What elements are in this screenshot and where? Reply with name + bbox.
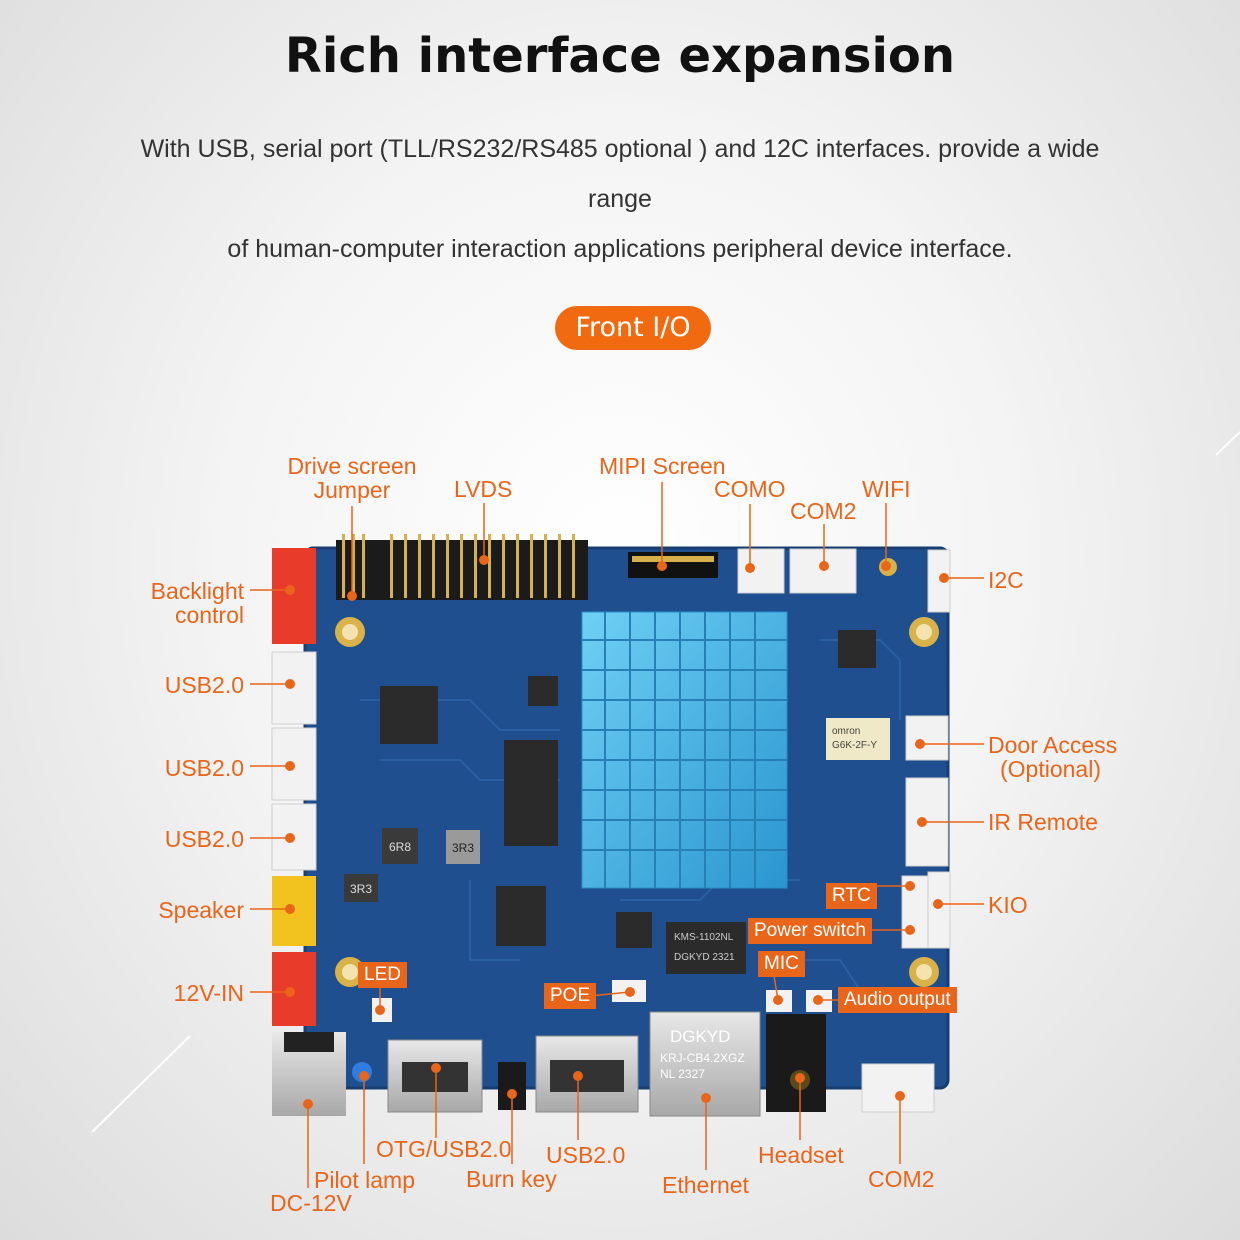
label-dc-12v: DC-12V (270, 1190, 352, 1216)
com2-top-connector (789, 548, 857, 594)
ethernet-magnetics (666, 922, 746, 974)
label-usb-bottom: USB2.0 (546, 1142, 626, 1168)
inductor-3r3-a (446, 830, 480, 864)
label-backlight-line1: Backlight (150, 578, 244, 604)
label-ir-remote: IR Remote (988, 809, 1098, 835)
ethernet-model: KRJ-CB4.2XGZ (660, 1051, 745, 1065)
ethernet-date: NL 2327 (660, 1067, 705, 1081)
label-door-access: Door Access (Optional) (988, 733, 1117, 781)
lvds-pin-header (336, 534, 588, 600)
tag-mic: MIC (758, 951, 805, 977)
relay (826, 718, 890, 760)
label-usb-left-2: USB2.0 (164, 755, 244, 781)
label-usb-left-1: USB2.0 (164, 672, 244, 698)
relay-model: G6K-2F-Y (832, 740, 877, 751)
label-ethernet: Ethernet (662, 1172, 749, 1198)
headset-jack (766, 1014, 826, 1112)
inductor-6r8 (382, 828, 418, 864)
magnetics-brand: DGKYD 2321 (674, 952, 735, 963)
subtitle-line-1: With USB, serial port (TLL/RS232/RS485 o… (140, 135, 1100, 213)
label-drive-screen-line2: Jumper (313, 477, 391, 503)
como-connector (737, 548, 785, 594)
chip-usb-hub (380, 686, 438, 744)
label-otg-usb: OTG/USB2.0 (376, 1136, 512, 1162)
leader-lines (250, 482, 984, 1188)
leader-dots (285, 555, 949, 1109)
label-com2-top: COM2 (790, 498, 857, 524)
decor-stroke-left (91, 1035, 191, 1133)
inductor-6r8-text: 6R8 (389, 840, 411, 854)
inductor-3r3-a-text: 3R3 (452, 841, 474, 855)
chip-pmic (496, 886, 546, 946)
subtitle-line-2: of human-computer interaction applicatio… (227, 235, 1013, 263)
label-lvds: LVDS (454, 476, 513, 502)
tag-rtc: RTC (826, 883, 877, 909)
magnetics-model: KMS-1102NL (674, 932, 734, 943)
tag-poe: POE (544, 983, 597, 1009)
label-burn-key: Burn key (466, 1166, 557, 1192)
tag-led: LED (358, 962, 407, 988)
label-mipi-screen: MIPI Screen (599, 453, 726, 479)
label-como: COMO (714, 476, 786, 502)
label-drive-screen-line1: Drive screen (287, 453, 417, 479)
tag-power-switch: Power switch (748, 918, 872, 944)
door-access-connector (905, 715, 949, 761)
decor-stroke-right (1215, 431, 1240, 456)
heatsink (581, 611, 788, 889)
mipi-fpc-connector (628, 552, 718, 578)
label-wifi: WIFI (862, 476, 911, 502)
label-i2c: I2C (988, 567, 1024, 593)
label-backlight-line2: control (174, 602, 244, 628)
mounting-holes (335, 617, 939, 987)
i2c-connector (927, 549, 951, 613)
label-pilot-lamp: Pilot lamp (314, 1167, 415, 1193)
label-backlight-control: Backlight control (100, 579, 244, 627)
inductor-3r3-b (344, 874, 378, 902)
page-subtitle: With USB, serial port (TLL/RS232/RS485 o… (120, 124, 1120, 274)
label-drive-screen-jumper: Drive screen Jumper (272, 454, 432, 502)
chip-wifi (838, 630, 876, 668)
label-com2-bottom: COM2 (868, 1166, 935, 1192)
kio-connector (927, 871, 951, 949)
label-power-in: 12V-IN (173, 980, 244, 1006)
usb-header-1 (271, 651, 317, 725)
ethernet-brand: DGKYD (670, 1027, 730, 1046)
tag-audio-output: Audio output (838, 987, 957, 1013)
page-title: Rich interface expansion (284, 28, 956, 84)
backlight-connector (272, 548, 316, 644)
chip-emmc (504, 740, 558, 846)
label-usb-left-3: USB2.0 (164, 826, 244, 852)
com2-bottom-connector (861, 1063, 935, 1113)
label-door-access-line2: (Optional) (1000, 756, 1101, 782)
inductor-3r3-b-text: 3R3 (350, 882, 372, 896)
front-io-badge: Front I/O (555, 306, 711, 350)
relay-brand: omron (832, 726, 860, 737)
label-door-access-line1: Door Access (988, 732, 1118, 758)
label-speaker: Speaker (158, 897, 244, 923)
label-kio: KIO (988, 892, 1028, 918)
label-headset: Headset (758, 1142, 844, 1168)
